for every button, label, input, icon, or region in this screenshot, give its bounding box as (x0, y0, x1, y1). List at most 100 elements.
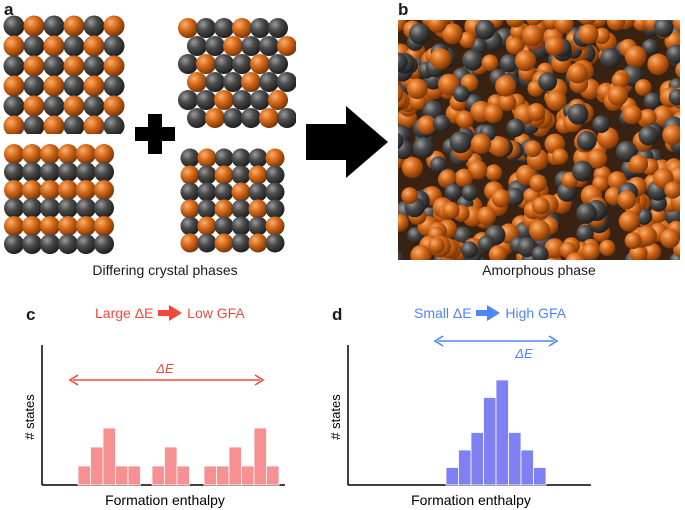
headline-c: Large ΔE Low GFA (95, 305, 245, 321)
orange-atom (599, 239, 616, 257)
delta-e-span-arrow-c (68, 374, 265, 386)
gray-atom (432, 114, 451, 133)
y-axis-label: # states (328, 394, 343, 440)
gray-atom (567, 103, 589, 125)
gray-atom (197, 233, 217, 253)
gray-atom (23, 75, 45, 97)
gray-atom (430, 156, 447, 173)
orange-atom (662, 124, 680, 146)
orange-atom (459, 31, 476, 48)
orange-atom (94, 144, 114, 164)
panel-label-d: d (332, 305, 343, 324)
gray-atom (265, 199, 285, 219)
orange-atom (250, 54, 270, 74)
gray-atom (638, 125, 659, 146)
gray-atom (180, 148, 200, 168)
caption-amorphous-phase: Amorphous phase (482, 262, 596, 278)
right-arrow-icon (306, 106, 388, 178)
orange-atom (94, 180, 114, 200)
orange-atom (398, 20, 407, 32)
orange-atom (636, 225, 657, 247)
delta-e-label-c: ΔE (155, 361, 174, 376)
gray-atom (265, 182, 285, 202)
orange-atom (477, 206, 497, 226)
gray-atom (571, 160, 593, 182)
orange-atom (83, 115, 105, 134)
orange-atom (83, 75, 105, 97)
gray-atom (412, 136, 435, 159)
gray-atom (3, 15, 25, 37)
gray-atom (4, 198, 24, 218)
orange-atom (76, 180, 96, 200)
gray-atom (259, 36, 279, 56)
orange-atom (398, 84, 404, 103)
gray-atom (63, 115, 85, 134)
crystal-lattice-1 (3, 15, 125, 134)
orange-atom (567, 62, 589, 84)
orange-atom (611, 72, 629, 89)
histogram-bar (241, 465, 255, 486)
orange-atom (63, 15, 85, 37)
orange-atom (606, 20, 626, 31)
caption-crystal-phases: Differing crystal phases (92, 262, 238, 278)
orange-atom (265, 148, 285, 168)
orange-atom (489, 136, 510, 157)
gray-atom (398, 250, 404, 260)
orange-atom (22, 144, 42, 164)
orange-atom (467, 160, 488, 180)
orange-atom (624, 45, 647, 68)
orange-atom (481, 54, 499, 72)
orange-atom (187, 72, 207, 92)
orange-atom (43, 75, 65, 97)
histogram-bar (164, 446, 178, 486)
orange-atom (514, 50, 537, 72)
gray-atom (259, 72, 279, 92)
panel-label-b: b (398, 0, 409, 19)
orange-atom (265, 216, 285, 236)
orange-atom (483, 103, 504, 124)
histogram-bar (203, 465, 217, 486)
orange-atom (624, 232, 642, 250)
gray-atom (94, 162, 114, 182)
gray-atom (499, 54, 519, 73)
gray-atom (23, 35, 45, 57)
orange-atom (544, 35, 565, 56)
crystal-lattice-4 (180, 148, 285, 253)
orange-atom (456, 110, 474, 129)
histogram-bar (520, 449, 534, 486)
orange-atom (622, 104, 642, 125)
gray-atom (76, 162, 96, 182)
orange-atom (491, 189, 511, 208)
gray-atom (461, 184, 478, 201)
orange-atom (58, 180, 78, 200)
orange-atom (675, 61, 680, 79)
histogram-bar (483, 397, 497, 486)
histogram-bar (127, 465, 141, 486)
gray-atom (277, 108, 296, 128)
orange-atom (205, 108, 225, 128)
gray-atom (248, 182, 268, 202)
orange-atom (581, 242, 600, 260)
gray-atom (197, 182, 217, 202)
gray-atom (214, 18, 234, 38)
orange-atom (528, 219, 551, 242)
gray-atom (196, 18, 216, 38)
orange-atom (521, 24, 544, 47)
orange-atom (214, 233, 234, 253)
orange-atom (554, 20, 574, 34)
x-axis-label: Formation enthalpy (411, 492, 531, 508)
gray-atom (3, 55, 25, 77)
gray-atom (250, 90, 270, 110)
gray-atom (103, 75, 125, 97)
gray-atom (268, 18, 288, 38)
gray-atom (231, 216, 251, 236)
orange-atom (617, 190, 637, 210)
gray-atom (232, 54, 252, 74)
orange-atom (470, 133, 492, 155)
gray-atom (641, 38, 659, 56)
orange-atom (495, 75, 517, 97)
gray-atom (83, 15, 105, 37)
orange-atom (76, 144, 96, 164)
gray-atom (505, 187, 524, 207)
gray-atom (94, 234, 114, 254)
